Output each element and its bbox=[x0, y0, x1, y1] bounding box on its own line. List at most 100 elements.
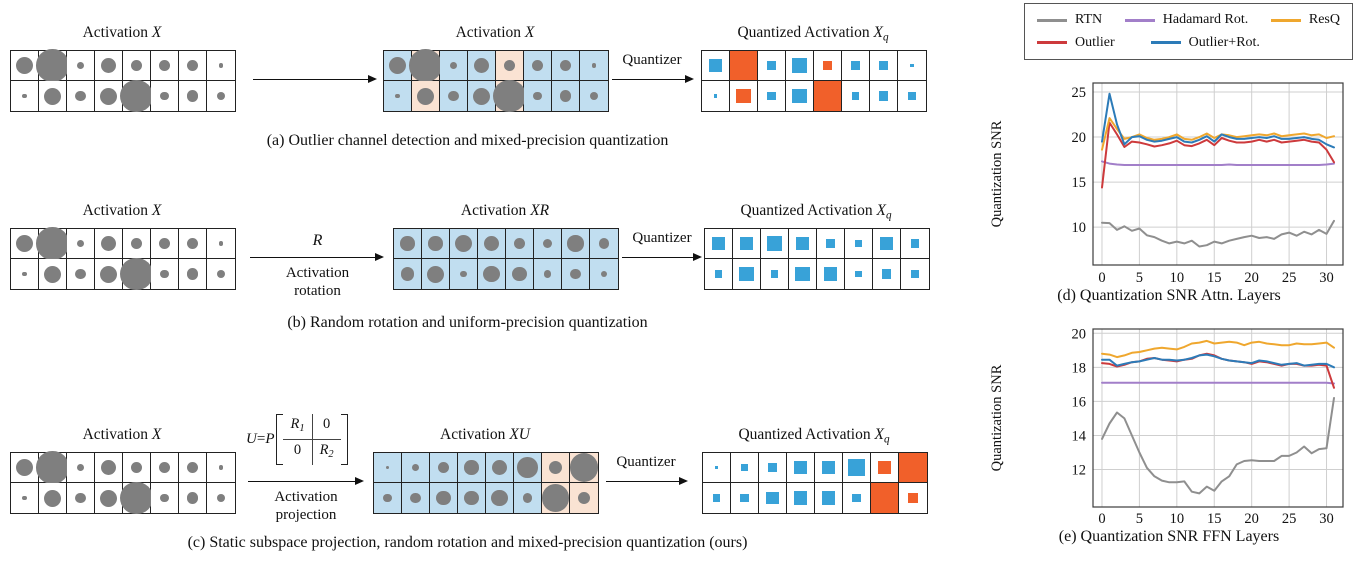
activation-dot bbox=[473, 87, 490, 105]
grid-cell bbox=[478, 229, 506, 259]
quantized-square bbox=[740, 237, 753, 250]
text-segment: X bbox=[151, 426, 162, 443]
activation-dot bbox=[186, 268, 199, 280]
activation-dot bbox=[460, 270, 467, 278]
projection-matrix: R1 0 0 R2 bbox=[283, 414, 341, 466]
svg-text:10: 10 bbox=[1072, 220, 1087, 236]
matrix-cell-r1: R1 bbox=[283, 414, 313, 441]
svg-text:10: 10 bbox=[1170, 270, 1185, 286]
grid-cell bbox=[580, 51, 608, 81]
grid-cell bbox=[899, 483, 927, 513]
grid-cell bbox=[730, 51, 758, 81]
grid-cell bbox=[758, 51, 786, 81]
grid-cell bbox=[815, 483, 843, 513]
text-segment: 1 bbox=[299, 423, 305, 435]
matrix-cell-r2: R2 bbox=[313, 440, 341, 465]
activation-dot bbox=[411, 463, 420, 472]
activation-dot bbox=[522, 493, 533, 503]
activation-dot bbox=[395, 93, 400, 99]
grid-cell bbox=[814, 81, 842, 111]
text-segment: Quantized Activation bbox=[738, 426, 875, 443]
series-rtn bbox=[1101, 219, 1335, 248]
grid-cell bbox=[11, 453, 39, 483]
legend-label: ResQ bbox=[1308, 12, 1340, 28]
grid-cell bbox=[39, 81, 67, 111]
series-hadamard-rot- bbox=[1101, 381, 1335, 385]
activation-dot bbox=[438, 462, 449, 473]
arrow-c-projection bbox=[248, 477, 364, 485]
grid-cell bbox=[871, 483, 899, 513]
activation-dot bbox=[548, 460, 563, 475]
series-resq bbox=[1101, 339, 1335, 359]
grid-cell bbox=[67, 229, 95, 259]
quantized-square-highprec bbox=[899, 453, 927, 482]
svg-text:15: 15 bbox=[1072, 175, 1087, 191]
quantized-square bbox=[767, 236, 782, 251]
text-segment: Activation bbox=[82, 202, 152, 219]
grid-cell bbox=[422, 259, 450, 289]
text-segment: Quantized Activation bbox=[740, 202, 877, 219]
legend-item: Outlier bbox=[1037, 35, 1115, 51]
activation-dot bbox=[436, 490, 451, 506]
grid-title-quantized-c: Quantized Activation Xq bbox=[702, 424, 926, 450]
grid-cell bbox=[761, 229, 789, 259]
matrix-cell-0a: 0 bbox=[312, 414, 341, 441]
grid-cell bbox=[422, 229, 450, 259]
activation-dot bbox=[16, 459, 33, 476]
grid-cell bbox=[786, 51, 814, 81]
grid-cell bbox=[207, 81, 235, 111]
grid-cell bbox=[534, 259, 562, 289]
activation-dot bbox=[131, 238, 142, 249]
activation-grid-c1 bbox=[10, 451, 236, 515]
grid-cell bbox=[705, 259, 733, 289]
quantized-square bbox=[714, 465, 719, 470]
grid-cell bbox=[789, 259, 817, 289]
activation-dot bbox=[120, 79, 153, 113]
legend-item: RTN bbox=[1037, 12, 1102, 28]
activation-dot bbox=[400, 267, 415, 281]
activation-dot bbox=[120, 481, 153, 515]
projection-matrix-label: U=P R1 0 0 R2 bbox=[246, 414, 348, 466]
grid-cell bbox=[843, 483, 871, 513]
svg-text:10: 10 bbox=[1170, 511, 1185, 526]
activation-dot bbox=[559, 59, 572, 72]
legend-line-swatch bbox=[1124, 18, 1155, 22]
activation-dot bbox=[120, 257, 153, 291]
grid-cell bbox=[733, 259, 761, 289]
quantized-grid-c bbox=[702, 452, 928, 514]
text-segment: X bbox=[876, 202, 886, 219]
grid-cell bbox=[11, 81, 39, 111]
text-segment: q bbox=[883, 433, 890, 446]
activation-dot bbox=[44, 265, 61, 283]
activation-dot bbox=[160, 269, 169, 279]
quantized-square bbox=[795, 266, 810, 282]
svg-text:5: 5 bbox=[1136, 511, 1143, 526]
activation-grid-a2-outliers bbox=[383, 49, 609, 113]
activation-dot bbox=[36, 49, 69, 82]
text-segment: X bbox=[151, 24, 162, 41]
grid-cell bbox=[534, 229, 562, 259]
activation-dot bbox=[100, 235, 117, 252]
chart-series bbox=[1101, 339, 1335, 495]
text-segment: 0 bbox=[322, 416, 331, 432]
svg-text:25: 25 bbox=[1072, 85, 1087, 101]
svg-text:25: 25 bbox=[1282, 511, 1297, 526]
activation-dot bbox=[600, 270, 608, 278]
grid-cell bbox=[440, 51, 468, 81]
grid-cell bbox=[562, 229, 590, 259]
grid-cell bbox=[394, 259, 422, 289]
text-segment: XU bbox=[509, 426, 530, 443]
quantized-square bbox=[911, 270, 919, 278]
grid-cell bbox=[524, 81, 552, 111]
grid-cell bbox=[901, 259, 929, 289]
quantized-square bbox=[851, 61, 860, 70]
text-segment: Activation bbox=[82, 24, 152, 41]
quantized-square bbox=[793, 460, 808, 475]
grid-title-activation-xu: Activation XU bbox=[373, 424, 597, 446]
quantized-square-highprec bbox=[907, 492, 919, 504]
text-segment: P bbox=[265, 431, 275, 448]
grid-cell bbox=[562, 259, 590, 289]
